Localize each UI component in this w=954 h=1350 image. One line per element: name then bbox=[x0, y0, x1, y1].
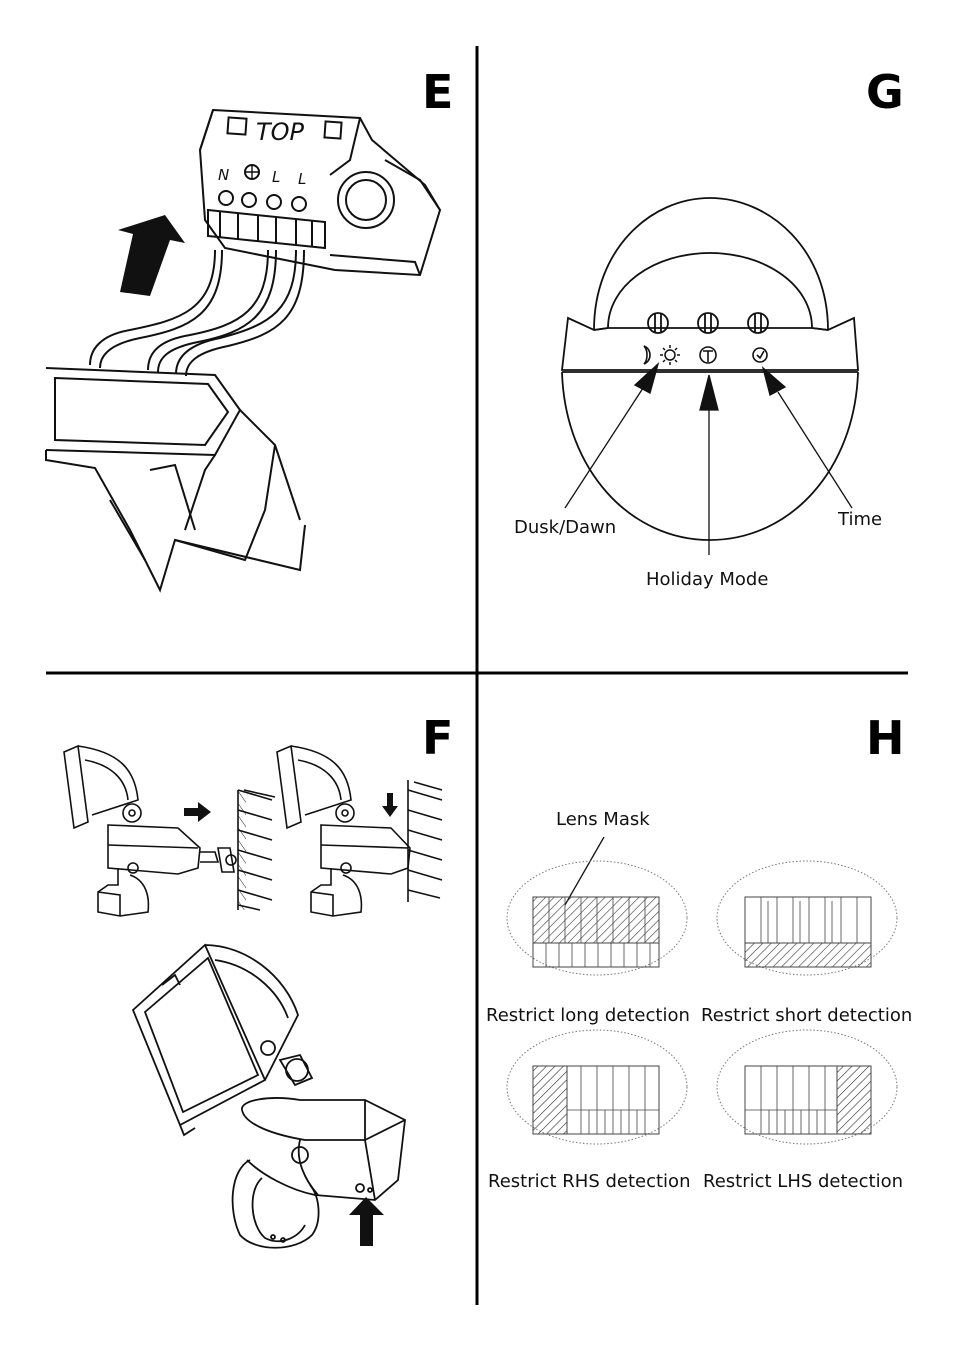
dusk-dawn-label: Dusk/Dawn bbox=[514, 517, 616, 538]
panel-f: F bbox=[63, 711, 453, 1249]
insert-direction-arrow bbox=[118, 215, 185, 296]
lens-restrict-long bbox=[506, 860, 688, 976]
lens-mask-label: Lens Mask bbox=[556, 809, 650, 830]
terminal-live-mark: L bbox=[272, 168, 280, 186]
light-mounting-step-2 bbox=[276, 744, 443, 917]
holiday-mode-label: Holiday Mode bbox=[646, 569, 768, 590]
caption-restrict-long: Restrict long detection bbox=[486, 1005, 690, 1026]
terminal-neutral-mark: N bbox=[218, 166, 229, 184]
holiday-mode-dial[interactable] bbox=[697, 312, 719, 334]
light-mounting-step-1 bbox=[63, 744, 276, 917]
dusk-dawn-dial[interactable] bbox=[647, 312, 669, 334]
floodlight-assembled bbox=[131, 943, 406, 1249]
sensor-face bbox=[560, 197, 859, 541]
push-up-arrow bbox=[349, 1197, 384, 1246]
panel-e-letter: E bbox=[422, 65, 453, 119]
panel-g-letter: G bbox=[866, 65, 904, 119]
sun-icon bbox=[660, 345, 680, 365]
lens-restrict-short bbox=[716, 860, 898, 976]
panel-h-letter: H bbox=[866, 711, 905, 765]
lens-restrict-lhs bbox=[716, 1029, 898, 1145]
panel-h: H Lens Mask Restrict long detection bbox=[486, 711, 912, 1192]
panel-f-letter: F bbox=[422, 711, 453, 765]
fixture-base bbox=[45, 367, 306, 593]
clock-icon bbox=[752, 347, 768, 363]
caption-restrict-lhs: Restrict LHS detection bbox=[703, 1171, 903, 1192]
time-dial[interactable] bbox=[747, 312, 769, 334]
panel-g: G bbox=[514, 65, 904, 590]
terminal-switched-live-mark: L bbox=[298, 170, 306, 188]
time-label: Time bbox=[837, 509, 882, 530]
push-down-arrow bbox=[382, 793, 398, 817]
panel-e: E TOP N L L bbox=[45, 65, 453, 593]
slide-right-arrow bbox=[184, 802, 211, 822]
callout-pointers bbox=[564, 362, 853, 555]
supply-wires bbox=[89, 249, 305, 377]
moon-icon bbox=[643, 345, 651, 365]
lens-restrict-rhs bbox=[506, 1029, 688, 1145]
lens-mask-pointer bbox=[564, 836, 605, 906]
terminal-connector: TOP N L L bbox=[198, 108, 442, 277]
holiday-mode-icon bbox=[699, 346, 717, 364]
caption-restrict-short: Restrict short detection bbox=[701, 1005, 912, 1026]
caption-restrict-rhs: Restrict RHS detection bbox=[488, 1171, 690, 1192]
connector-top-text: TOP bbox=[256, 118, 305, 146]
